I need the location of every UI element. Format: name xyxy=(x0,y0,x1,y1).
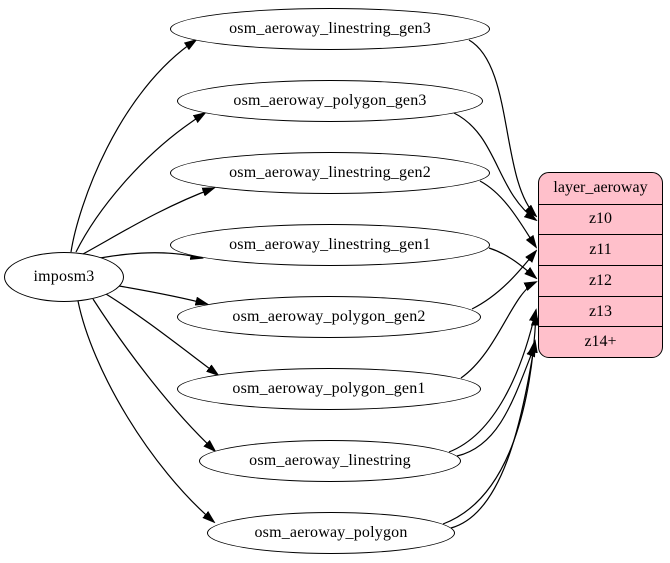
node-osm_aeroway_linestring_gen3: osm_aeroway_linestring_gen3 xyxy=(170,8,490,50)
edge-osm_aeroway_polygon-to-z13 xyxy=(442,314,536,525)
edge-imposm3-to-osm_aeroway_linestring_gen2 xyxy=(82,188,214,255)
table-label: osm_aeroway_linestring_gen1 xyxy=(229,236,431,253)
zoom-row-label: z10 xyxy=(588,210,613,228)
zoom-row-z13: z13 xyxy=(539,295,662,327)
zoom-row-label: z14+ xyxy=(584,333,617,351)
zoom-row-z12: z12 xyxy=(539,265,662,296)
edge-osm_aeroway_linestring_gen2-to-z11 xyxy=(479,180,536,247)
node-imposm3: imposm3 xyxy=(4,252,124,302)
table-label: osm_aeroway_linestring_gen2 xyxy=(229,164,431,181)
edge-imposm3-to-osm_aeroway_linestring_gen1 xyxy=(99,253,202,258)
node-osm_aeroway_polygon_gen1: osm_aeroway_polygon_gen1 xyxy=(177,368,481,410)
zoom-row-z11: z11 xyxy=(539,234,662,265)
node-layer_aeroway: layer_aeroway z10 z11 z12 z13 z14+ xyxy=(538,172,663,358)
edge-osm_aeroway_polygon-to-z14plus xyxy=(450,341,535,529)
zoom-row-label: z13 xyxy=(588,302,613,320)
node-osm_aeroway_linestring: osm_aeroway_linestring xyxy=(199,440,461,482)
edge-imposm3-to-osm_aeroway_linestring_gen3 xyxy=(70,40,196,253)
layer-title-row: layer_aeroway xyxy=(539,173,662,204)
edge-osm_aeroway_polygon_gen2-to-z11 xyxy=(471,251,536,310)
edge-imposm3-to-osm_aeroway_polygon_gen1 xyxy=(105,293,218,375)
node-osm_aeroway_polygon_gen2: osm_aeroway_polygon_gen2 xyxy=(177,296,481,338)
edge-osm_aeroway_polygon_gen3-to-z10 xyxy=(453,112,536,220)
table-label: osm_aeroway_polygon_gen3 xyxy=(233,92,427,109)
edge-imposm3-to-osm_aeroway_polygon_gen3 xyxy=(75,113,205,253)
table-label: osm_aeroway_polygon xyxy=(254,524,408,541)
zoom-row-z14plus: z14+ xyxy=(539,326,662,357)
edge-imposm3-to-osm_aeroway_polygon xyxy=(77,300,214,522)
table-label: osm_aeroway_polygon_gen1 xyxy=(232,380,426,397)
node-osm_aeroway_polygon_gen3: osm_aeroway_polygon_gen3 xyxy=(177,80,483,122)
edge-osm_aeroway_linestring-to-z13 xyxy=(448,310,536,453)
edge-osm_aeroway_polygon_gen1-to-z12 xyxy=(460,282,536,379)
zoom-row-label: z11 xyxy=(589,241,612,259)
edge-imposm3-to-osm_aeroway_polygon_gen2 xyxy=(118,285,207,304)
node-osm_aeroway_linestring_gen1: osm_aeroway_linestring_gen1 xyxy=(170,224,490,266)
node-imposm3-label: imposm3 xyxy=(33,268,95,285)
layer-title: layer_aeroway xyxy=(553,179,648,197)
node-osm_aeroway_linestring_gen2: osm_aeroway_linestring_gen2 xyxy=(170,152,490,194)
table-label: osm_aeroway_linestring_gen3 xyxy=(229,20,431,37)
table-label: osm_aeroway_linestring xyxy=(249,452,411,469)
edge-imposm3-to-osm_aeroway_linestring xyxy=(92,298,215,451)
edge-osm_aeroway_linestring_gen1-to-z12 xyxy=(488,247,536,278)
edge-osm_aeroway_linestring_gen3-to-z10 xyxy=(468,39,536,216)
table-label: osm_aeroway_polygon_gen2 xyxy=(232,308,426,325)
zoom-row-label: z12 xyxy=(588,271,613,289)
zoom-row-z10: z10 xyxy=(539,203,662,235)
edge-osm_aeroway_linestring-to-z14plus xyxy=(456,345,535,457)
node-osm_aeroway_polygon: osm_aeroway_polygon xyxy=(207,512,455,554)
